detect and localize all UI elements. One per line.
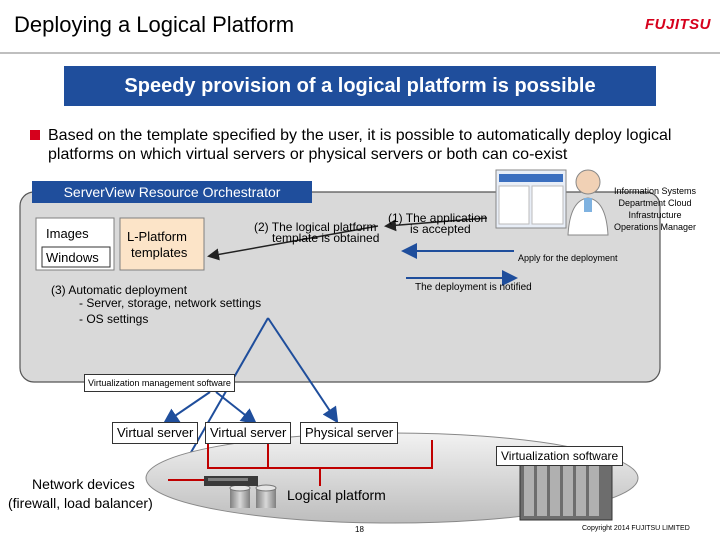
lplatform-label: L-Platform xyxy=(127,229,187,244)
network-device-icon xyxy=(204,476,258,486)
step3-line3: - OS settings xyxy=(79,312,149,326)
storage-disk-icon xyxy=(255,484,277,508)
bullet-text: Based on the template specified by the u… xyxy=(48,127,672,163)
storage-disk-icon xyxy=(229,484,251,508)
step2-line1: (2) The logical platform xyxy=(254,220,377,234)
step3-line2: - Server, storage, network settings xyxy=(79,296,262,310)
logical-platform-label: Logical platform xyxy=(287,487,386,503)
arrow-template-obtained xyxy=(207,225,379,261)
page-number: 18 xyxy=(355,525,364,534)
arrow-mgmt-right xyxy=(215,391,258,425)
lplatform-templates-box xyxy=(119,217,205,271)
step1-line2: is accepted xyxy=(410,222,471,236)
virtual-server-box: Virtual server xyxy=(112,422,199,444)
fujitsu-logo: FUJITSU xyxy=(645,16,712,33)
arrow-application-accepted xyxy=(384,217,488,232)
apply-deployment-label: Apply for the deployment xyxy=(518,253,618,263)
deployment-notified-label: The deployment is notified xyxy=(415,282,532,293)
step2-line2: template is obtained xyxy=(272,231,380,245)
virtual-server-box: Virtual server xyxy=(205,422,292,444)
physical-server-box: Physical server xyxy=(300,422,399,444)
copyright: Copyright 2014 FUJITSU LIMITED xyxy=(582,525,690,532)
page-title: Deploying a Logical Platform xyxy=(14,12,295,37)
arrow-deploy-physical xyxy=(267,317,339,424)
network-devices-line1: Network devices xyxy=(32,476,135,492)
network-devices-line2: (firewall, load balancer) xyxy=(8,495,153,511)
arrow-mgmt-left xyxy=(162,391,211,425)
windows-label: Windows xyxy=(46,250,99,265)
step1-line1: (1) The application xyxy=(388,211,488,225)
windows-box xyxy=(41,246,111,268)
step3-line1: (3) Automatic deployment xyxy=(51,283,188,297)
orchestrator-title: ServerView Resource Orchestrator xyxy=(32,181,312,203)
bullet-square-icon xyxy=(30,130,40,140)
templates-label: templates xyxy=(131,245,188,260)
images-label: Images xyxy=(46,226,89,241)
manager-role-label: Information Systems Department Cloud Inf… xyxy=(613,186,697,232)
title-divider xyxy=(0,52,720,54)
headline-banner: Speedy provision of a logical platform i… xyxy=(64,66,656,106)
operations-manager-icon xyxy=(567,169,609,236)
virtualization-management-box: Virtualization management software xyxy=(84,374,235,392)
blade-server-rack-icon xyxy=(519,457,613,521)
virtualization-software-box: Virtualization software xyxy=(496,446,624,466)
